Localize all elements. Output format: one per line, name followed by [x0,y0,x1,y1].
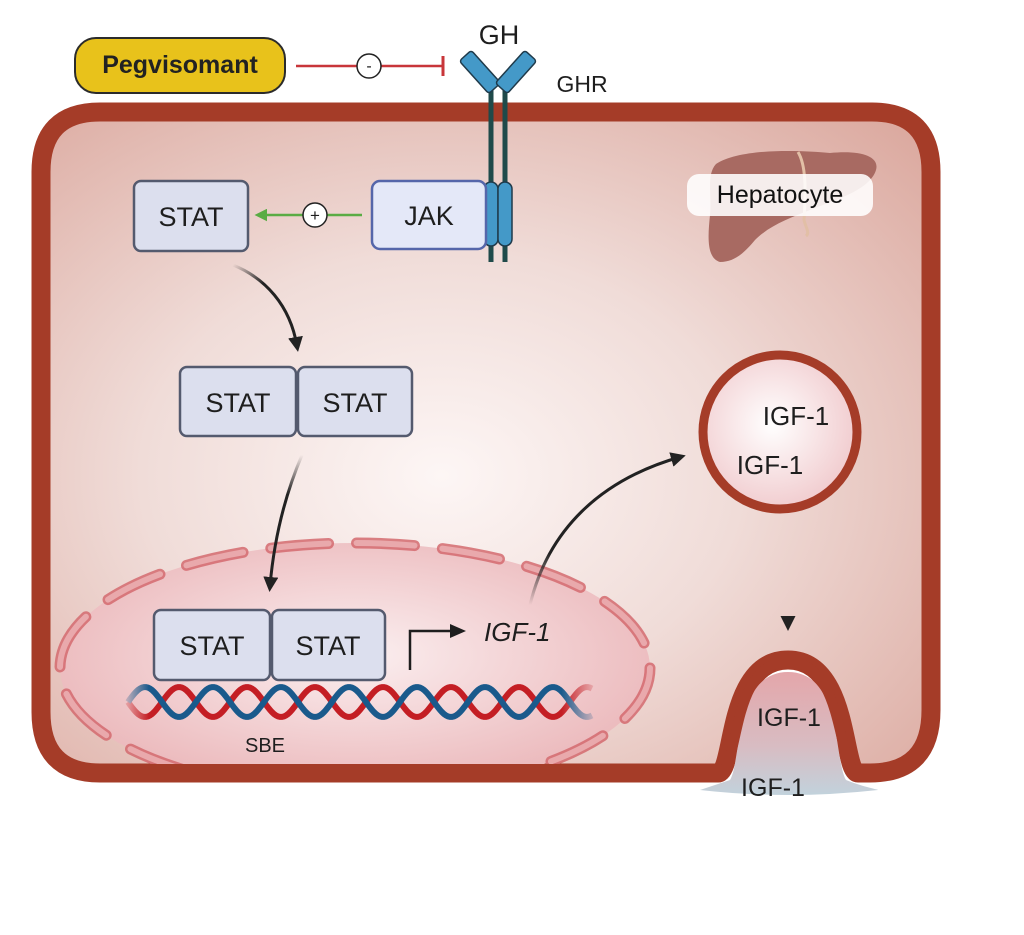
hepatocyte-label: Hepatocyte [687,174,873,216]
minus-icon [356,53,382,79]
ghr-label: GHR [556,71,607,97]
cell-type-name: Hepatocyte [716,180,844,209]
exocytosis-site: IGF-1 IGF-1 [700,656,879,802]
igf1-gene-label: IGF-1 [484,617,550,647]
sbe-label: SBE [245,735,285,757]
transcription-start-arrow [408,624,466,670]
nuclear-stat-label-1: STAT [180,631,245,661]
stat-dimer-label-2: STAT [323,388,388,418]
translation-arrow [528,452,686,606]
plus-icon [302,202,328,228]
jak-box: JAK [370,179,488,251]
inhibition-arrow: - [296,53,445,79]
secretory-vesicle: IGF-1 IGF-1 [698,350,862,514]
dna-helix [125,684,594,720]
inhibit-sign: - [366,58,371,75]
stat-dimer-label-1: STAT [206,388,271,418]
activation-arrow: + [254,202,362,228]
vesicle-igf1-label-1: IGF-1 [763,401,829,431]
nuclear-stat-label-2: STAT [296,631,361,661]
secreted-igf1-outside-label: IGF-1 [741,774,805,802]
nuclear-translocation-arrow [263,454,304,592]
activate-sign: + [310,206,320,225]
gh-receptor [459,50,537,262]
jak-label: JAK [404,201,454,231]
pegvisomant-drug-label: Pegvisomant [74,37,286,94]
stat-monomer-box: STAT [132,179,250,253]
gh-label: GH [479,20,520,50]
nuclear-stat-dimer: STAT STAT [152,608,387,682]
dimerization-arrow [232,263,303,352]
stat-label: STAT [159,202,224,232]
vesicle-igf1-label-2: IGF-1 [737,450,803,480]
stat-dimer: STAT STAT [178,365,414,438]
drug-name: Pegvisomant [102,51,258,79]
secreted-igf1-inside-label: IGF-1 [757,704,821,732]
